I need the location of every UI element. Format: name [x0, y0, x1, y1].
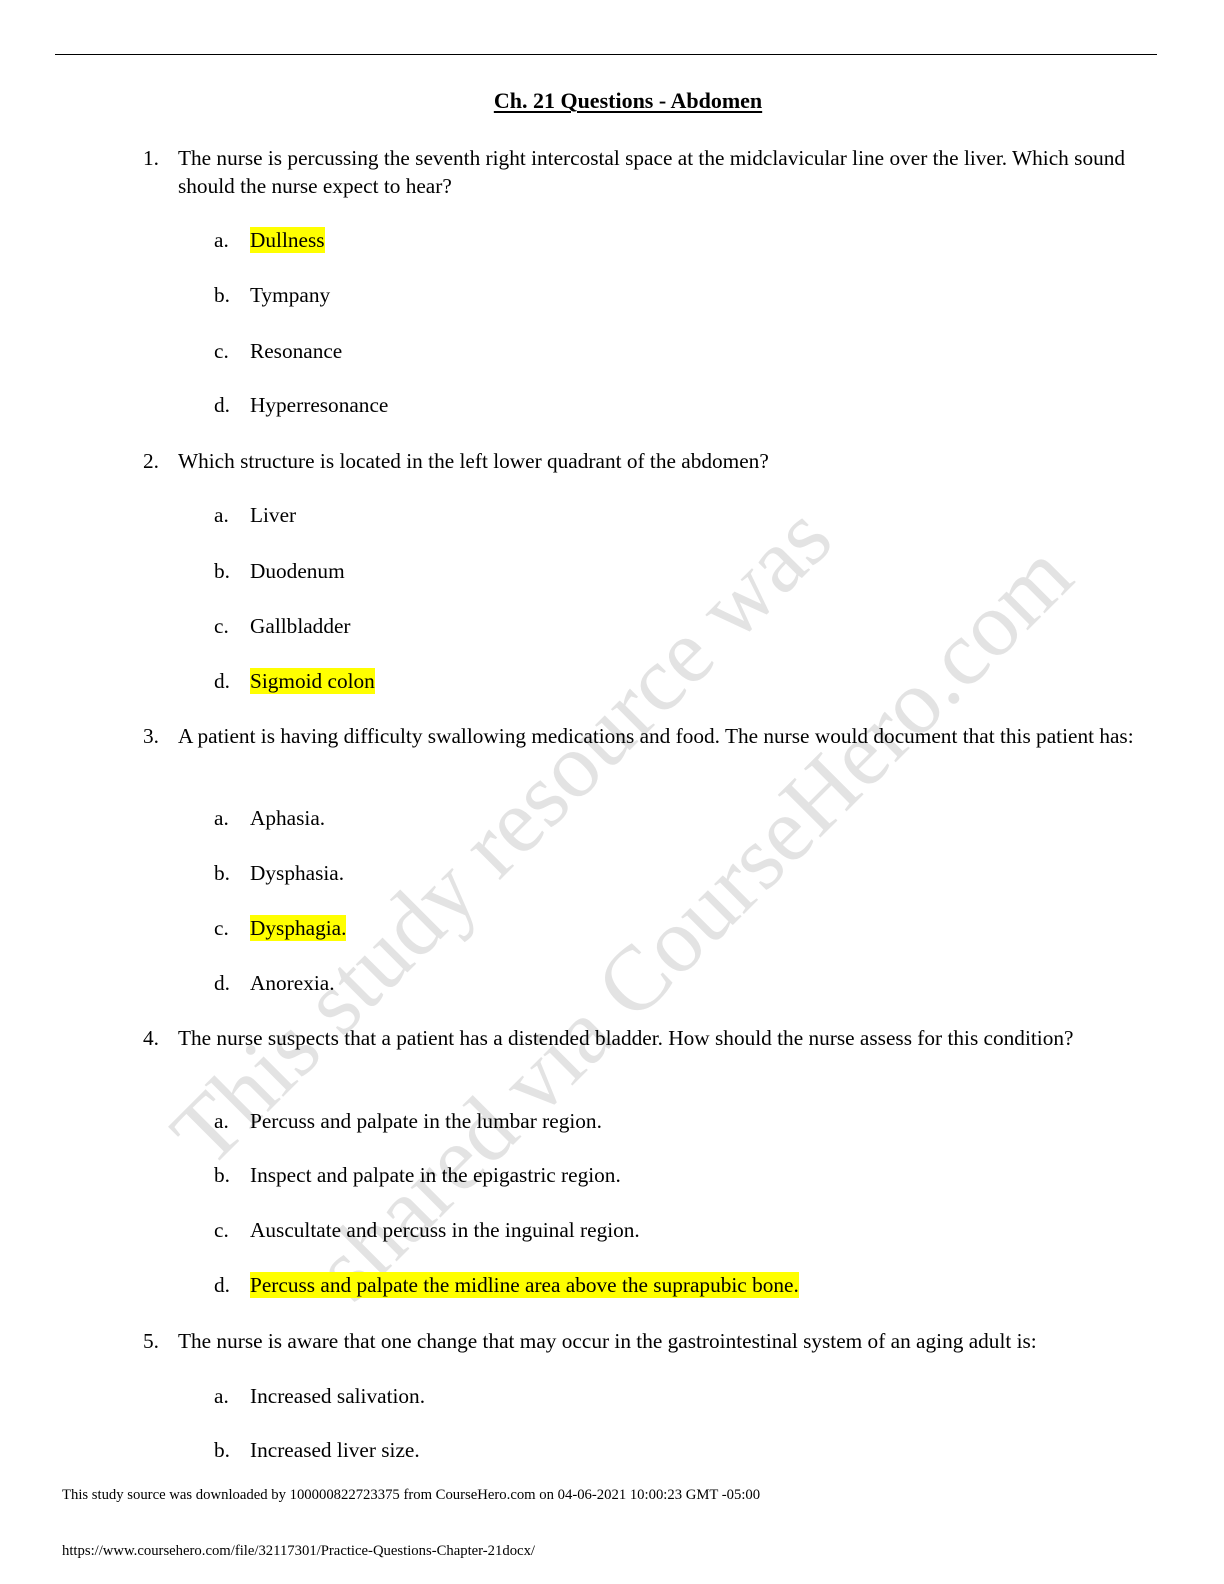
option-letter: a. — [214, 1384, 229, 1408]
option-text: Aphasia. — [250, 806, 326, 830]
option-letter: d. — [214, 669, 230, 693]
page-title: Ch. 21 Questions - Abdomen — [493, 88, 763, 113]
watermark-line-2: shared via CourseHero.com — [294, 523, 1091, 1320]
option-letter: c. — [214, 614, 229, 638]
option-1a: a. Dullness — [214, 226, 325, 254]
option-1d: d. Hyperresonance — [214, 391, 388, 419]
option-4d: d. Percuss and palpate the midline area a… — [214, 1271, 799, 1299]
question-text: A patient is having difficulty swallowin… — [178, 724, 1134, 748]
option-2b: b. Duodenum — [214, 557, 345, 585]
option-letter: b. — [214, 1163, 230, 1187]
question-text: The nurse is percussing the seventh righ… — [178, 146, 1126, 198]
option-4a: a. Percuss and palpate in the lumbar regi… — [214, 1107, 602, 1135]
option-letter: b. — [214, 1438, 230, 1462]
option-letter: b. — [214, 559, 230, 583]
option-letter: d. — [214, 393, 230, 417]
option-4b: b. Inspect and palpate in the epigastric … — [214, 1161, 621, 1189]
question-text: Which structure is located in the left l… — [178, 449, 769, 473]
option-text: Hyperresonance — [250, 393, 389, 417]
option-text: Tympany — [250, 283, 331, 307]
option-3c: c. Dysphagia. — [214, 914, 347, 942]
option-text-highlighted: Percuss and palpate the midline area abo… — [250, 1272, 799, 1298]
question-number: 3. — [143, 724, 159, 748]
option-1c: c. Resonance — [214, 337, 342, 365]
option-letter: a. — [214, 228, 229, 252]
option-letter: a. — [214, 806, 229, 830]
option-text: Resonance — [250, 339, 343, 363]
question-text: The nurse is aware that one change that … — [178, 1329, 1037, 1353]
option-4c: c. Auscultate and percuss in the inguinal… — [214, 1216, 640, 1244]
option-letter: c. — [214, 916, 229, 940]
option-3b: b. Dysphasia. — [214, 859, 344, 887]
option-letter: b. — [214, 283, 230, 307]
option-text-highlighted: Sigmoid colon — [250, 668, 375, 694]
option-text-highlighted: Dullness — [250, 227, 325, 253]
question-2: 2. Which structure is located in the lef… — [143, 447, 1153, 475]
option-text: Auscultate and percuss in the inguinal r… — [250, 1218, 640, 1242]
option-text: Increased salivation. — [250, 1384, 426, 1408]
header-rule — [55, 54, 1157, 55]
option-letter: c. — [214, 1218, 229, 1242]
option-letter: d. — [214, 971, 230, 995]
question-1: 1. The nurse is percussing the seventh r… — [143, 144, 1153, 200]
option-text: Dysphasia. — [250, 861, 345, 885]
question-number: 4. — [143, 1026, 159, 1050]
question-text: The nurse suspects that a patient has a … — [178, 1026, 1074, 1050]
watermark-line-1: This study resource was — [151, 485, 851, 1185]
question-number: 1. — [143, 146, 159, 170]
question-number: 2. — [143, 449, 159, 473]
option-2a: a. Liver — [214, 501, 296, 529]
option-text: Gallbladder — [250, 614, 351, 638]
option-text: Anorexia. — [250, 971, 335, 995]
option-3d: d. Anorexia. — [214, 969, 335, 997]
source-url-link[interactable]: https://www.coursehero.com/file/32117301… — [62, 1543, 535, 1559]
download-notice: This study source was downloaded by 1000… — [62, 1487, 761, 1503]
question-5: 5. The nurse is aware that one change th… — [143, 1327, 1183, 1355]
option-letter: a. — [214, 503, 229, 527]
option-letter: d. — [214, 1273, 230, 1297]
option-5b: b. Increased liver size. — [214, 1436, 420, 1464]
option-letter: c. — [214, 339, 229, 363]
question-number: 5. — [143, 1329, 159, 1353]
option-2d: d. Sigmoid colon — [214, 667, 375, 695]
option-letter: a. — [214, 1109, 229, 1133]
option-2c: c. Gallbladder — [214, 612, 351, 640]
option-text: Percuss and palpate in the lumbar region… — [250, 1109, 602, 1133]
option-1b: b. Tympany — [214, 281, 330, 309]
option-letter: b. — [214, 861, 230, 885]
option-text-highlighted: Dysphagia. — [250, 915, 347, 941]
option-text: Increased liver size. — [250, 1438, 420, 1462]
option-5a: a. Increased salivation. — [214, 1382, 425, 1410]
option-3a: a. Aphasia. — [214, 804, 325, 832]
option-text: Duodenum — [250, 559, 345, 583]
question-4: 4. The nurse suspects that a patient has… — [143, 1024, 1153, 1052]
option-text: Liver — [250, 503, 297, 527]
question-3: 3. A patient is having difficulty swallo… — [143, 722, 1153, 750]
option-text: Inspect and palpate in the epigastric re… — [250, 1163, 621, 1187]
